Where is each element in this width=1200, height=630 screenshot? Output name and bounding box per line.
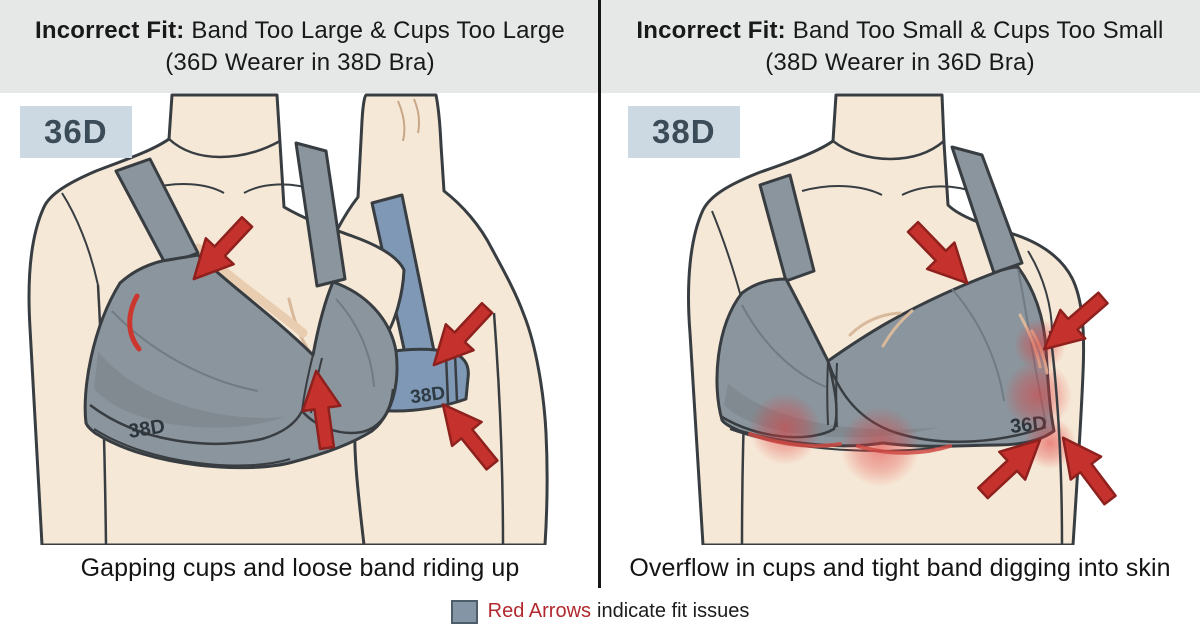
legend: Red Arrows indicate fit issues bbox=[0, 593, 1200, 630]
irritation-glow bbox=[1004, 361, 1072, 429]
gap-crease-mark bbox=[127, 293, 142, 352]
bra-strap-left bbox=[758, 173, 816, 283]
illustration-band-too-small: 36D bbox=[687, 93, 1127, 545]
captions: Gapping cups and loose band riding up Ov… bbox=[0, 545, 1200, 593]
back-arm-crease bbox=[492, 312, 505, 545]
panel-band-too-large: 36D 38D bbox=[0, 93, 600, 545]
cleavage-bulge-line bbox=[848, 311, 902, 337]
irritation-glow bbox=[840, 407, 920, 487]
legend-red-label: Red Arrows bbox=[487, 600, 592, 622]
left-title-line2: (36D Wearer in 38D Bra) bbox=[165, 48, 435, 76]
right-caption: Overflow in cups and tight band digging … bbox=[629, 554, 1171, 582]
left-panel-title: Incorrect Fit: Band Too Large & Cups Too… bbox=[0, 0, 600, 93]
bra-strap-right bbox=[950, 145, 1024, 275]
right-panel-title: Incorrect Fit: Band Too Small & Cups Too… bbox=[600, 0, 1200, 93]
illustration-band-too-large: 38D bbox=[27, 93, 549, 545]
left-caption: Gapping cups and loose band riding up bbox=[80, 554, 520, 582]
illustrations: 36D 38D bbox=[0, 93, 1200, 545]
cup-shading bbox=[94, 351, 285, 428]
irritation-glow bbox=[1024, 417, 1076, 469]
legend-rest-label: indicate fit issues bbox=[597, 600, 750, 622]
cleavage-bulge-line bbox=[881, 309, 914, 348]
digging-marks bbox=[748, 432, 952, 455]
size-badge-38d: 38D bbox=[628, 106, 740, 158]
cup-seam-right bbox=[335, 298, 375, 388]
right-title-bold: Incorrect Fit: bbox=[636, 16, 786, 44]
neck-base-line bbox=[832, 140, 945, 161]
left-title-rest: Band Too Large & Cups Too Large bbox=[191, 16, 565, 44]
arm-crease-right bbox=[1048, 330, 1064, 545]
neck-base-line bbox=[168, 138, 281, 159]
left-title-bold: Incorrect Fit: bbox=[35, 16, 185, 44]
irritation-glow bbox=[749, 393, 821, 465]
band-digging-mark bbox=[748, 432, 842, 448]
right-title-rest: Band Too Small & Cups Too Small bbox=[792, 16, 1164, 44]
cup-seam-left bbox=[741, 304, 827, 388]
right-title-line1: Incorrect Fit: Band Too Small & Cups Too… bbox=[636, 15, 1163, 47]
size-badge-36d: 36D bbox=[20, 106, 132, 158]
bra-strap-left bbox=[114, 157, 200, 267]
right-title-line2: (38D Wearer in 36D Bra) bbox=[765, 48, 1035, 76]
back-band-label: 38D bbox=[409, 383, 446, 409]
panel-band-too-small: 38D bbox=[600, 93, 1200, 545]
collarbone-left bbox=[801, 185, 883, 196]
cup-seam-left bbox=[111, 310, 259, 392]
bra-strap-right bbox=[294, 141, 347, 288]
underwire-left bbox=[89, 404, 304, 445]
header: Incorrect Fit: Band Too Large & Cups Too… bbox=[0, 0, 1200, 93]
panel-divider bbox=[598, 0, 601, 588]
cup-seam-right bbox=[951, 288, 1005, 402]
front-shoulder-crease bbox=[61, 192, 99, 286]
band-seam bbox=[93, 428, 291, 467]
gore-line bbox=[826, 360, 838, 428]
band-digging-mark bbox=[856, 444, 952, 455]
legend-swatch bbox=[450, 599, 478, 624]
back-hair-wisp bbox=[397, 100, 406, 142]
back-hair-wisp bbox=[413, 98, 420, 134]
left-title-line1: Incorrect Fit: Band Too Large & Cups Too… bbox=[35, 15, 565, 47]
back-band-clasp bbox=[444, 353, 459, 404]
